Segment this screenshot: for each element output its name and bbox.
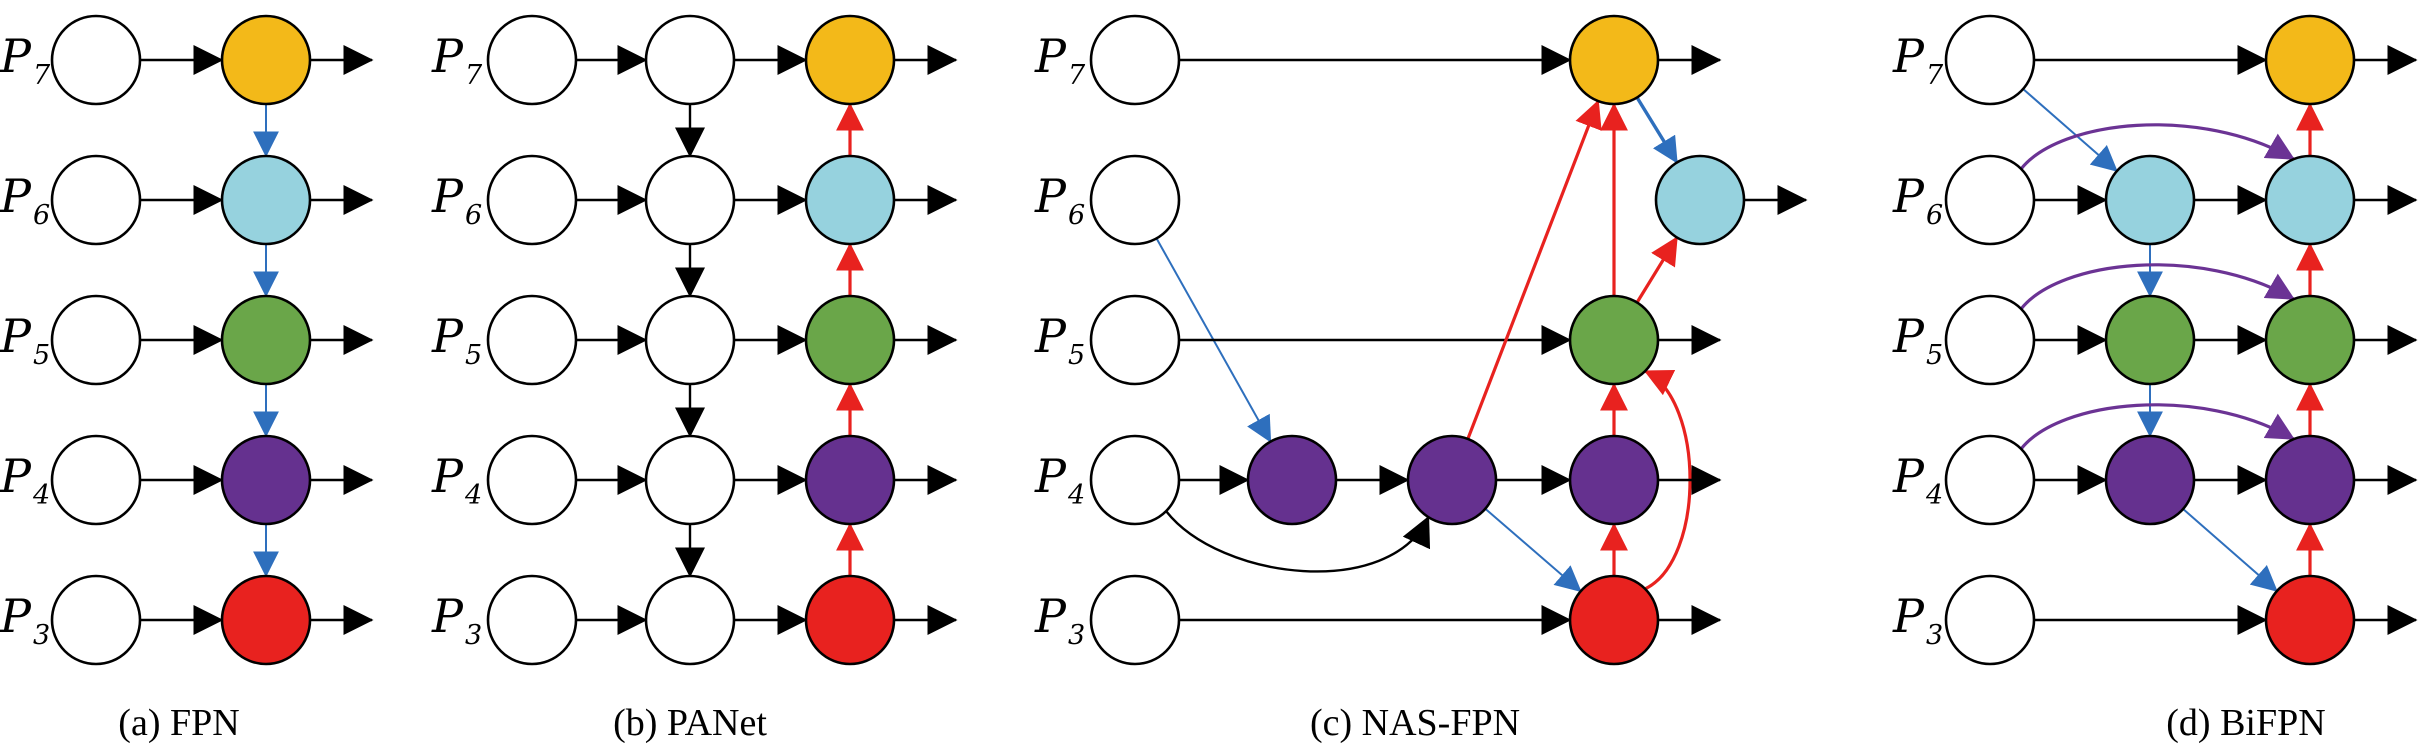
- input-node-p3: [1944, 574, 2036, 666]
- output-node-p6: [1654, 154, 1746, 246]
- level-label-p5: P5: [431, 309, 482, 371]
- output-node-p7: [220, 14, 312, 106]
- level-label-p3: P3: [0, 589, 50, 651]
- output-node-p5: [804, 294, 896, 386]
- input-node-p6: [1089, 154, 1181, 246]
- panel-caption: (b) PANet: [613, 702, 767, 744]
- panel-bifpn: P7 P6 P5 P4 P3 (d) BiFPN: [1892, 29, 2326, 744]
- curved-edge-d-in-p6-to-d-out-p6: [2019, 123, 2296, 170]
- edge-c-out-p5-to-c-out-p6: [1635, 236, 1679, 304]
- level-label-p6: P6: [1892, 169, 1943, 231]
- level-label-p4: P4: [431, 449, 482, 511]
- level-label-p7: P7: [1892, 29, 1944, 91]
- input-node-p4: [1944, 434, 2036, 526]
- intermediate-node-p6: [2104, 154, 2196, 246]
- level-label-p3: P3: [431, 589, 482, 651]
- output-node-p5: [220, 294, 312, 386]
- level-label-p7: P7: [1034, 29, 1086, 91]
- level-label-p6: P6: [0, 169, 50, 231]
- input-node-p7: [50, 14, 142, 106]
- intermediate-node-p7: [644, 14, 736, 106]
- output-node-p6: [804, 154, 896, 246]
- level-labels: P7 P6 P5 P4 P3: [1892, 29, 1944, 651]
- output-node-p3: [804, 574, 896, 666]
- curved-edge-d-in-p5-to-d-out-p5: [2019, 263, 2296, 310]
- output-node-p7: [804, 14, 896, 106]
- level-label-p7: P7: [431, 29, 483, 91]
- input-node-p5: [486, 294, 578, 386]
- edge-d-in-p7-to-d-mid-p6: [2022, 88, 2118, 172]
- output-node-p7: [2264, 14, 2356, 106]
- intermediate-node-p4-second: [1406, 434, 1498, 526]
- output-node-p4: [2264, 434, 2356, 526]
- level-labels: P7 P6 P5 P4 P3: [0, 29, 51, 651]
- input-node-p6: [50, 154, 142, 246]
- level-label-p7: P7: [0, 29, 51, 91]
- panel-nas-fpn: P7 P6 P5 P4 P3 (c) NAS-FPN: [1034, 29, 1520, 744]
- edge-d-mid-p4-to-d-out-p3: [2182, 508, 2278, 592]
- output-node-p6: [220, 154, 312, 246]
- panel-caption: (d) BiFPN: [2166, 702, 2325, 744]
- level-label-p6: P6: [1034, 169, 1085, 231]
- curved-edge-d-in-p4-to-d-out-p4: [2019, 403, 2296, 450]
- edge-c-m2-p4-to-c-out-p7: [1466, 99, 1602, 440]
- output-node-p4: [1568, 434, 1660, 526]
- intermediate-node-p4: [2104, 434, 2196, 526]
- level-label-p4: P4: [0, 449, 50, 511]
- output-node-p7: [1568, 14, 1660, 106]
- intermediate-node-p5: [2104, 294, 2196, 386]
- intermediate-node-p5: [644, 294, 736, 386]
- panel-caption: (a) FPN: [118, 702, 239, 744]
- output-node-p6: [2264, 154, 2356, 246]
- edge-c-out-p7-to-c-out-p6: [1635, 96, 1679, 164]
- output-node-p3: [1568, 574, 1660, 666]
- level-labels: P7 P6 P5 P4 P3: [1034, 29, 1086, 651]
- intermediate-node-p4: [644, 434, 736, 526]
- level-label-p4: P4: [1892, 449, 1943, 511]
- intermediate-node-p4-first: [1246, 434, 1338, 526]
- level-label-p5: P5: [0, 309, 50, 371]
- level-labels: P7 P6 P5 P4 P3: [431, 29, 483, 651]
- output-node-p3: [2264, 574, 2356, 666]
- level-label-p5: P5: [1892, 309, 1943, 371]
- output-node-p5: [1568, 294, 1660, 386]
- intermediate-node-p3: [644, 574, 736, 666]
- input-node-p7: [486, 14, 578, 106]
- input-node-p7: [1089, 14, 1181, 106]
- input-node-p3: [1089, 574, 1181, 666]
- panel-fpn: P7 P6 P5 P4 P3 (a) FPN: [0, 29, 240, 744]
- input-node-p4: [1089, 434, 1181, 526]
- input-node-p6: [486, 154, 578, 246]
- output-node-p4: [804, 434, 896, 526]
- input-node-p4: [50, 434, 142, 526]
- output-node-p4: [220, 434, 312, 526]
- level-label-p5: P5: [1034, 309, 1085, 371]
- input-node-p7: [1944, 14, 2036, 106]
- curved-edge-c-in-p4-to-c-m2-p4: [1165, 510, 1430, 573]
- panel-caption: (c) NAS-FPN: [1310, 702, 1520, 744]
- input-node-p4: [486, 434, 578, 526]
- intermediate-node-p6: [644, 154, 736, 246]
- input-node-p3: [50, 574, 142, 666]
- input-node-p5: [1944, 294, 2036, 386]
- level-label-p3: P3: [1034, 589, 1085, 651]
- level-label-p3: P3: [1892, 589, 1943, 651]
- panel-panet: P7 P6 P5 P4 P3 (b) PANet: [431, 29, 767, 744]
- input-node-p6: [1944, 154, 2036, 246]
- level-label-p6: P6: [431, 169, 482, 231]
- edge-c-m2-p4-to-c-out-p3: [1484, 508, 1582, 593]
- output-node-p3: [220, 574, 312, 666]
- output-node-p5: [2264, 294, 2356, 386]
- input-node-p5: [1089, 294, 1181, 386]
- input-node-p5: [50, 294, 142, 386]
- level-label-p4: P4: [1034, 449, 1085, 511]
- input-node-p3: [486, 574, 578, 666]
